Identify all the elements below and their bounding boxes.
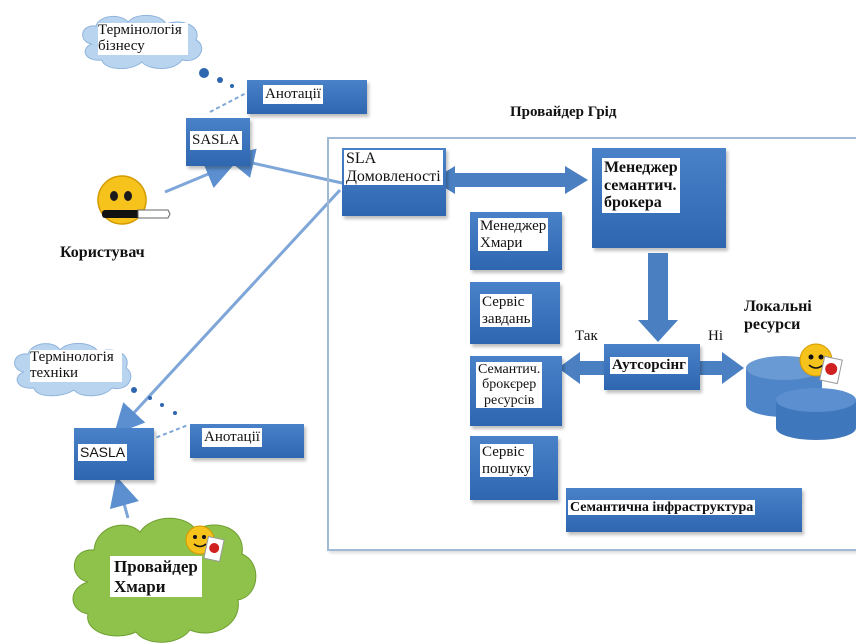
outsourcing-no-label: Ні [708,328,723,344]
resource-broker-box: Семантич. брокєрер ресурсів [470,356,562,426]
annotations-top-label: Анотації [263,85,323,104]
sasla-to-annotations-dash [209,91,249,113]
search-service-line2: пошуку [482,460,532,477]
cloud-provider-cloud: Провайдер Хмари [66,510,260,644]
search-service-box: Сервіс пошуку [470,436,558,500]
thought-dot [230,84,234,88]
task-service-line1: Сервіс [482,294,525,310]
local-resources-line2: ресурси [744,316,801,334]
tech-terms-cloud: Термінологія техніки [10,340,134,398]
grid-provider-title: Провайдер Грід [510,104,617,120]
grid-provider-frame [327,137,856,551]
annotations-top-box: Анотації [247,80,367,114]
thought-dot [160,403,164,407]
broker-to-outsourcing-arrow [638,253,678,342]
semantic-broker-manager-label: Менеджер семантич. брокера [602,158,680,213]
sasla-bottom-label: SASLA [78,444,128,462]
semantic-infra-label: Семантична інфраструктура [568,500,756,516]
cloud-manager-line1: Менеджер [480,218,547,234]
thought-dot [217,77,223,83]
cloud-to-sasla-bottom-arrow [109,476,139,519]
resource-broker-line1: Семантич. [478,362,541,377]
thought-dot [148,396,152,400]
user-smiley-icon [96,172,176,228]
outsourcing-yes-label: Так [575,328,598,344]
semantic-broker-manager-line3: брокера [604,194,662,212]
user-label: Користувач [60,244,145,261]
annotations-bottom-box: Анотації [190,424,304,458]
sasla-top-box: SASLA [186,118,250,166]
user-to-sasla-arrow [164,160,236,194]
cloud-manager-box: Менеджер Хмари [470,212,562,270]
thought-dot [131,387,137,393]
task-service-box: Сервіс завдань [470,282,560,344]
sale-smiley-icon [798,338,846,388]
search-service-label: Сервіс пошуку [480,444,534,477]
cloud-provider-label: Провайдер Хмари [110,556,202,598]
thought-dot [199,68,209,78]
sla-broker-double-arrow [432,166,588,194]
sasla-bottom-to-annotations-dash [149,424,189,441]
resource-broker-line3: ресурсів [484,392,535,408]
semantic-broker-manager-box: Менеджер семантич. брокера [592,148,726,248]
thought-dot [173,411,177,415]
resource-broker-label: Семантич. брокєрер ресурсів [476,362,543,409]
sla-line1: SLA [346,150,377,167]
resource-broker-line2: брокєрер [482,377,537,393]
outsourcing-label: Аутсорсінг [610,357,688,374]
sla-label: SLA Домовленості [344,150,443,186]
outsourcing-yes-arrow [558,352,605,384]
sla-line2: Домовленості [346,167,441,185]
search-service-line1: Сервіс [482,444,525,460]
sla-to-sasla-bottom-line [113,188,342,435]
sasla-bottom-box: SASLA [74,428,154,480]
outsourcing-box: Аутсорсінг [604,344,700,390]
tech-terms-label: Термінологія техніки [30,349,122,382]
business-terms-label: Термінологія бізнесу [98,22,188,55]
cloud-manager-line2: Хмари [480,234,523,251]
semantic-broker-manager-line1: Менеджер [604,159,678,176]
cloud-provider-line1: Провайдер [114,557,198,576]
task-service-label: Сервіс завдань [480,294,533,327]
sasla-top-label: SASLA [190,131,242,150]
annotations-bottom-label: Анотації [202,428,262,447]
semantic-infra-box: Семантична інфраструктура [566,488,802,532]
local-resources-line1: Локальні [744,298,812,315]
cloud-manager-label: Менеджер Хмари [478,218,549,251]
semantic-broker-manager-line2: семантич. [604,176,677,194]
outsourcing-no-arrow [700,352,744,384]
cloud-provider-line2: Хмари [114,576,166,596]
task-service-line2: завдань [482,310,531,327]
local-resources-label: Локальні ресурси [744,298,812,335]
cloud-provider-sale-icon [184,520,228,566]
business-terms-cloud: Термінологія бізнесу [78,14,208,70]
sla-box: SLA Домовленості [342,148,446,216]
